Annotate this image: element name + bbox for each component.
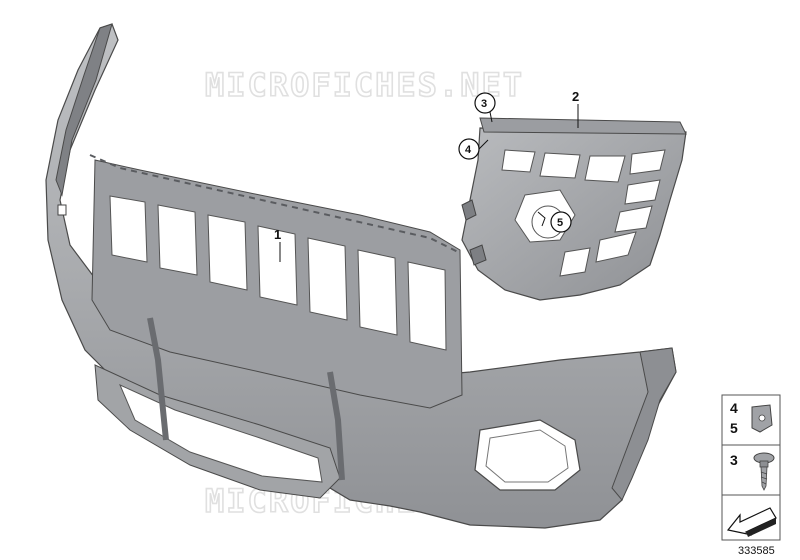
parts-legend: 4 5 3: [721, 394, 781, 541]
callout-1-label: 1: [274, 227, 281, 242]
callout-2: 2: [572, 89, 579, 128]
callout-3: 3: [474, 92, 496, 123]
watermark-top: MICROFICHES.NET: [205, 66, 524, 104]
direction-arrow-icon: [726, 507, 777, 537]
screw-icon: [753, 452, 775, 491]
legend-row1-top: 4: [730, 400, 738, 416]
callout-1: 1: [274, 227, 281, 262]
callout-5-label: 5: [557, 217, 563, 229]
front-bumper-part: [45, 23, 677, 529]
callout-2-label: 2: [572, 89, 579, 104]
legend-row1-bottom: 5: [730, 420, 738, 436]
callout-4: 4: [458, 138, 489, 160]
bracket-part: [461, 117, 687, 301]
callout-3-label: 3: [481, 98, 487, 110]
reference-number: 333585: [738, 545, 775, 557]
callout-4-label: 4: [465, 144, 472, 156]
legend-row2: 3: [730, 452, 738, 468]
clip-nut-icon: [751, 404, 773, 433]
callout-5: 5: [537, 211, 572, 233]
